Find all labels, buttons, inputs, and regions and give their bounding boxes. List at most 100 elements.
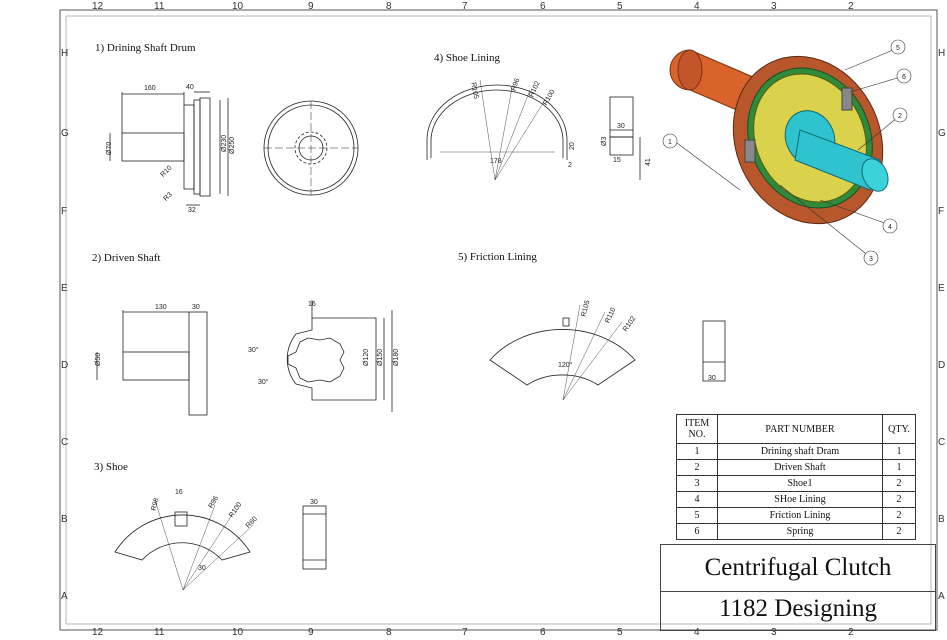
dim-text: 41 — [645, 158, 652, 166]
zone-label: 6 — [540, 1, 546, 12]
dim-text: 160 — [144, 85, 156, 92]
zone-label: B — [938, 514, 945, 525]
bom-cell-part: Driven Shaft — [717, 459, 883, 476]
dim-text: R110 — [604, 307, 617, 325]
view-title: 1) Drining Shaft Drum — [95, 42, 196, 54]
zone-label: 12 — [92, 627, 104, 638]
bom-cell-qty: 2 — [882, 491, 916, 508]
bom-cell-part: SHoe Lining — [717, 491, 883, 508]
balloon-label: 4 — [888, 224, 892, 231]
zone-label: G — [61, 128, 69, 139]
zone-label: F — [61, 206, 68, 217]
view-title: 2) Driven Shaft — [92, 252, 161, 264]
balloon-label: 1 — [668, 139, 672, 146]
dim-text: Ø70 — [106, 142, 113, 155]
dim-text: 32 — [188, 207, 196, 214]
zone-label: 10 — [232, 627, 244, 638]
dim-text: R10 — [159, 165, 173, 179]
zone-label: 10 — [232, 1, 244, 12]
zone-label: 8 — [386, 627, 392, 638]
view-2-driven-shaft — [96, 300, 393, 416]
dim-text: 30 — [617, 123, 625, 130]
bom-cell-item: 2 — [676, 459, 718, 476]
bom-cell-item: 3 — [676, 475, 718, 492]
dim-text: Ø120 — [363, 349, 370, 366]
dim-text: 15 — [613, 157, 621, 164]
dim-text: R100 — [228, 501, 243, 519]
sheet-border-inner — [65, 15, 932, 625]
bom-cell-qty: 1 — [882, 459, 916, 476]
bom-cell-part: Friction Lining — [717, 507, 883, 524]
dim-text: R105 — [469, 82, 479, 100]
zone-label: B — [61, 514, 68, 525]
dim-text: R3 — [162, 191, 173, 202]
bom-cell-qty: 2 — [882, 507, 916, 524]
sheet-border-outer — [59, 9, 938, 631]
zone-label: A — [61, 591, 68, 602]
zone-label: H — [938, 48, 946, 59]
balloon-label: 6 — [902, 74, 906, 81]
dim-text: 178 — [490, 158, 502, 165]
dim-text: 16 — [308, 301, 316, 308]
dim-text: Ø3 — [601, 137, 608, 146]
zone-label: 5 — [617, 1, 623, 12]
view-title: 5) Friction Lining — [458, 251, 537, 263]
dim-text: Ø180 — [393, 349, 400, 366]
dim-text: 30° — [248, 346, 259, 354]
zone-label: 2 — [848, 1, 854, 12]
zone-label: H — [61, 48, 69, 59]
bom-cell-item: 6 — [676, 523, 718, 540]
dim-text: 120° — [558, 361, 573, 369]
view-1-drum — [109, 91, 359, 206]
zone-label: D — [938, 360, 946, 371]
bom-cell-part: Spring — [717, 523, 883, 540]
bom-cell-qty: 2 — [882, 523, 916, 540]
dim-text: 130 — [155, 304, 167, 311]
dim-text: R60 — [245, 516, 259, 530]
bom-cell-qty: 2 — [882, 475, 916, 492]
bom-cell-part: Drining shaft Dram — [717, 443, 883, 460]
bom-cell-item: 5 — [676, 507, 718, 524]
zone-label: 5 — [617, 627, 623, 638]
view-4-shoe-lining — [426, 79, 641, 181]
zone-label: G — [938, 128, 946, 139]
zone-label: 6 — [540, 627, 546, 638]
zone-label: C — [938, 437, 946, 448]
drawing-title: Centrifugal Clutch — [660, 544, 936, 592]
balloon-label: 2 — [898, 113, 902, 120]
bom-header-item: ITEM NO. — [676, 414, 718, 444]
dim-text: R102 — [622, 315, 637, 333]
balloon-label: 3 — [869, 256, 873, 263]
bom-header-part: PART NUMBER — [717, 414, 883, 444]
balloon-leaders — [662, 39, 912, 266]
view-5-friction-lining — [489, 304, 726, 401]
dim-text: 40 — [186, 84, 194, 91]
zone-label: E — [938, 283, 945, 294]
dim-text: 30° — [258, 378, 269, 386]
zone-label: A — [938, 591, 945, 602]
zone-label: E — [61, 283, 68, 294]
zone-label: 9 — [308, 1, 314, 12]
dim-text: R100 — [542, 89, 556, 107]
zone-label: 4 — [694, 627, 700, 638]
view-title: 4) Shoe Lining — [434, 52, 500, 64]
dim-text: 30 — [708, 375, 716, 382]
dim-text: 20 — [569, 142, 576, 150]
zone-label: F — [938, 206, 945, 217]
dim-text: 30 — [198, 565, 206, 572]
dim-text: R96 — [510, 77, 521, 92]
bom-cell-qty: 1 — [882, 443, 916, 460]
view-3-shoe — [114, 499, 327, 591]
bom-cell-item: 1 — [676, 443, 718, 460]
dim-text: R102 — [528, 80, 541, 98]
bom-cell-item: 4 — [676, 491, 718, 508]
drawing-subtitle: 1182 Designing — [660, 590, 936, 631]
